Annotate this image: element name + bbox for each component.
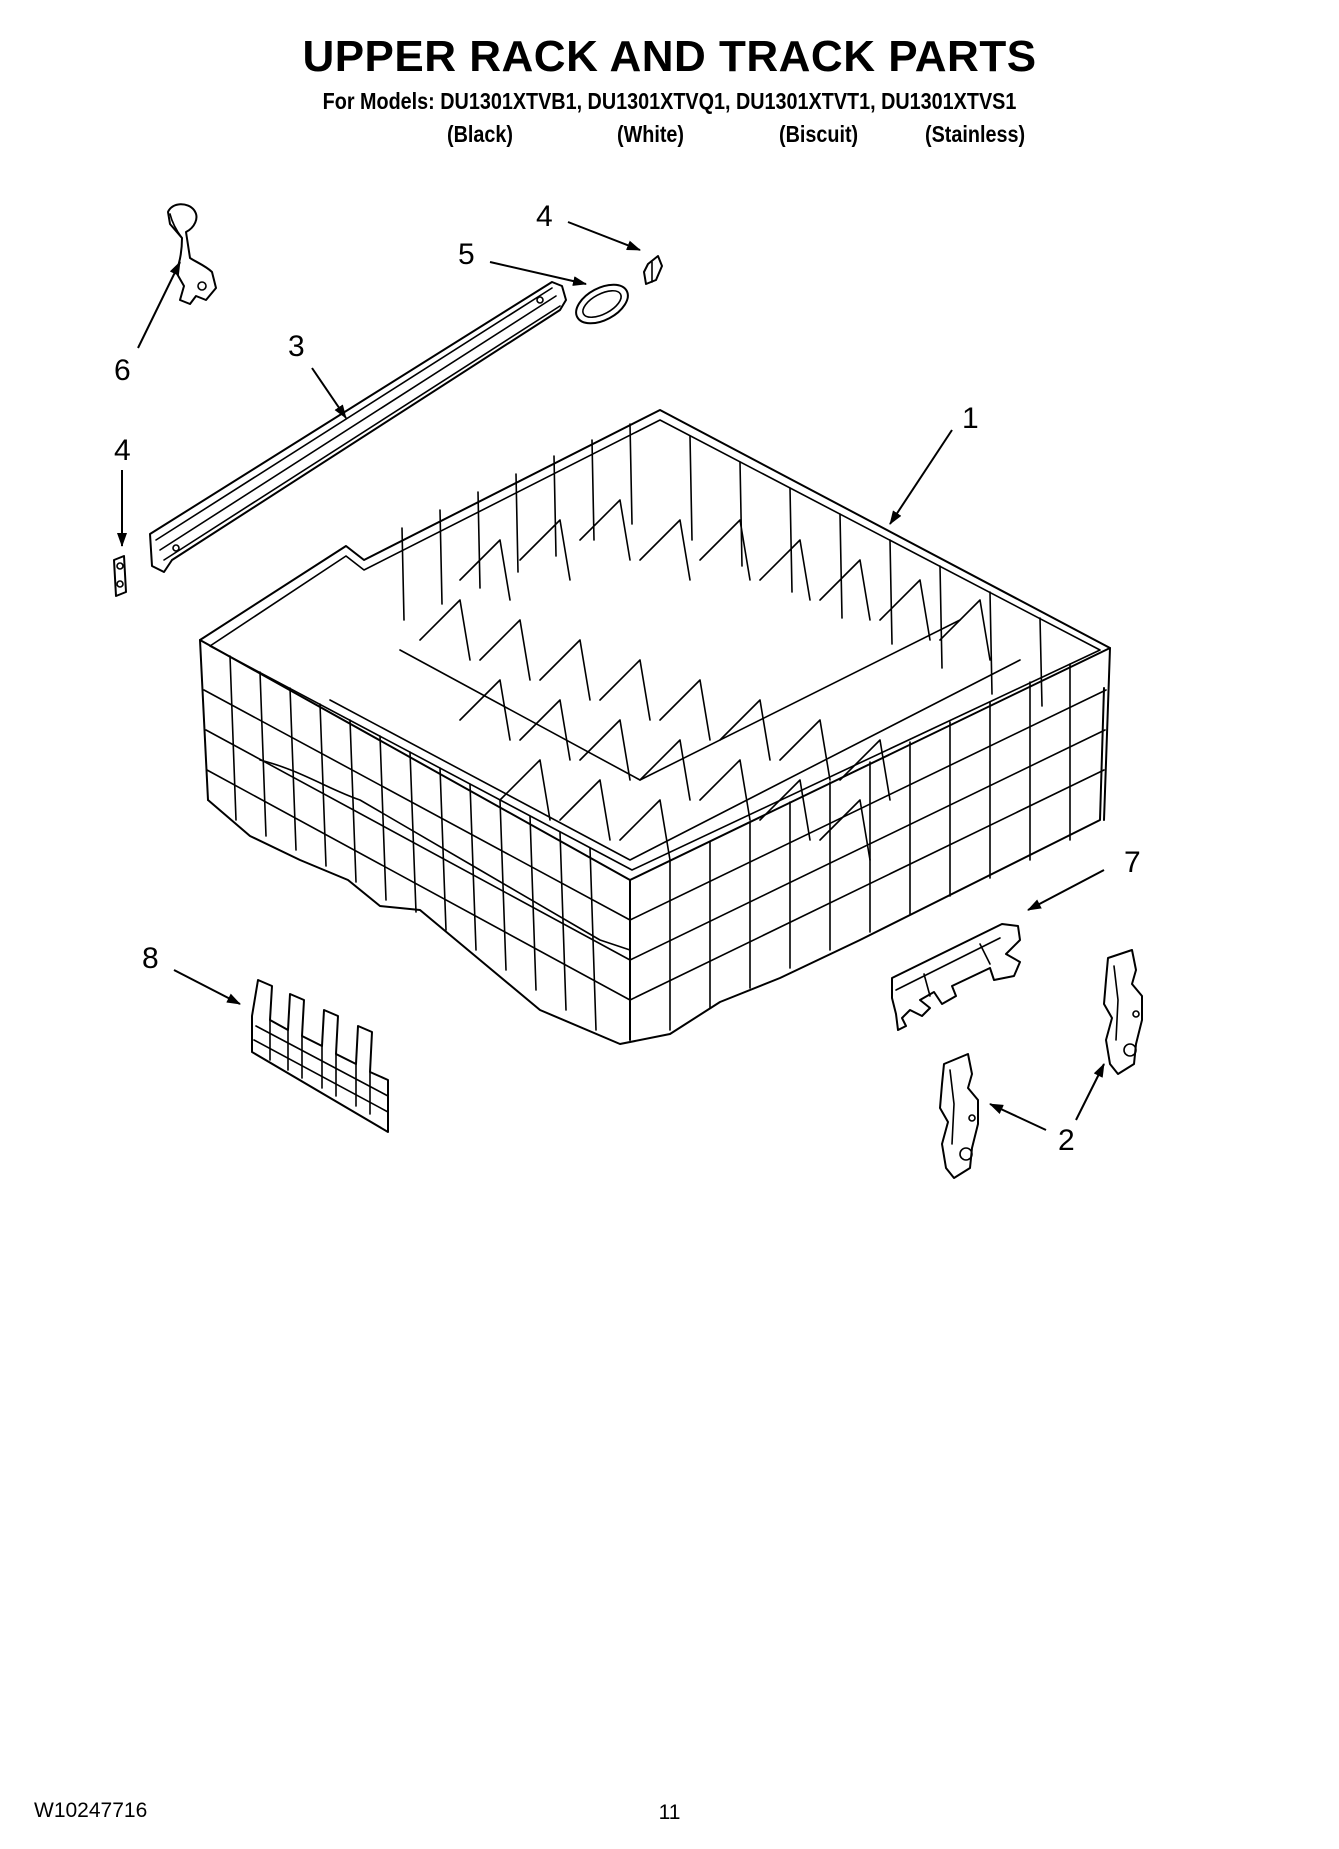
- callout-4-left: 4: [114, 434, 131, 467]
- part-6-clip: [167, 203, 217, 305]
- part-4-stop-right: [643, 255, 663, 285]
- page-number: 11: [658, 1801, 681, 1824]
- callout-2: 2: [1058, 1124, 1075, 1157]
- models-line: For Models: DU1301XTVB1, DU1301XTVQ1, DU…: [322, 88, 1017, 114]
- callout-3: 3: [288, 330, 305, 363]
- part-7-bumper: [891, 923, 1021, 1031]
- part-8-cup-shelf: [251, 979, 389, 1133]
- part-1-upper-rack: [199, 409, 1111, 1045]
- callout-5: 5: [458, 238, 475, 271]
- leader-lines: [117, 221, 1105, 1131]
- variant-white: (White): [617, 121, 685, 147]
- part-3-track: [149, 281, 567, 573]
- callout-8: 8: [142, 942, 159, 975]
- part-5-roller: [575, 283, 629, 325]
- page-title: UPPER RACK AND TRACK PARTS: [302, 32, 1037, 81]
- part-2-wheel-carrier-left: [939, 1053, 979, 1179]
- part-4-stop-left: [113, 555, 127, 597]
- variant-stainless: (Stainless): [925, 121, 1026, 147]
- variant-black: (Black): [447, 121, 513, 147]
- callout-6: 6: [114, 354, 131, 387]
- callout-7: 7: [1124, 846, 1141, 879]
- callout-1: 1: [962, 402, 979, 435]
- part-2-wheel-carrier-right: [1103, 949, 1143, 1075]
- variant-biscuit: (Biscuit): [779, 121, 859, 147]
- callout-4-right: 4: [536, 200, 553, 233]
- document-number: W10247716: [34, 1799, 148, 1822]
